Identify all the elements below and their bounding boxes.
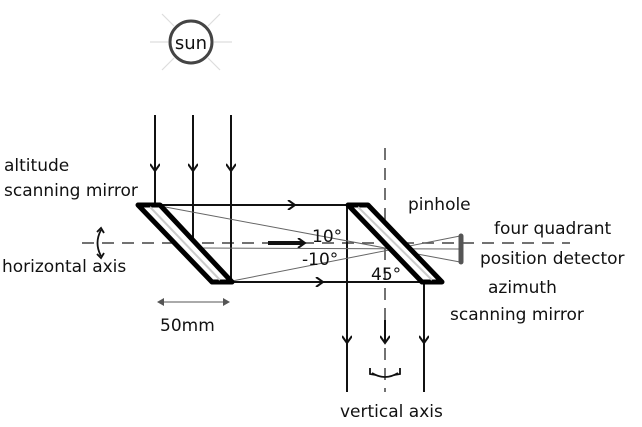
- altitude-label-2: scanning mirror: [4, 181, 138, 201]
- azimuth-scanning-mirror: [345, 202, 445, 285]
- incoming-rays: [155, 115, 231, 282]
- altitude-scanning-mirror: [135, 202, 235, 285]
- angle-negative-label: -10°: [302, 250, 338, 270]
- outgoing-rays: [347, 205, 424, 392]
- altitude-label-1: altitude: [4, 156, 69, 176]
- detector-label-1: four quadrant: [494, 219, 612, 239]
- vertical-rotation-icon: [369, 368, 401, 378]
- sun-label: sun: [175, 33, 207, 54]
- vertical-axis-label: vertical axis: [340, 402, 443, 422]
- angle-45-label: 45°: [371, 265, 401, 285]
- azimuth-label-2: scanning mirror: [450, 305, 584, 325]
- angle-positive-label: 10°: [312, 227, 342, 247]
- horizontal-rays: [155, 205, 425, 282]
- azimuth-label-1: azimuth: [488, 278, 557, 298]
- scale-label: 50mm: [160, 316, 215, 336]
- sun-icon: sun: [150, 13, 232, 71]
- detector-label-2: position detector: [480, 249, 625, 269]
- horizontal-axis-label: horizontal axis: [2, 257, 126, 277]
- horizontal-rotation-icon: [96, 226, 105, 260]
- pinhole-label: pinhole: [408, 195, 471, 215]
